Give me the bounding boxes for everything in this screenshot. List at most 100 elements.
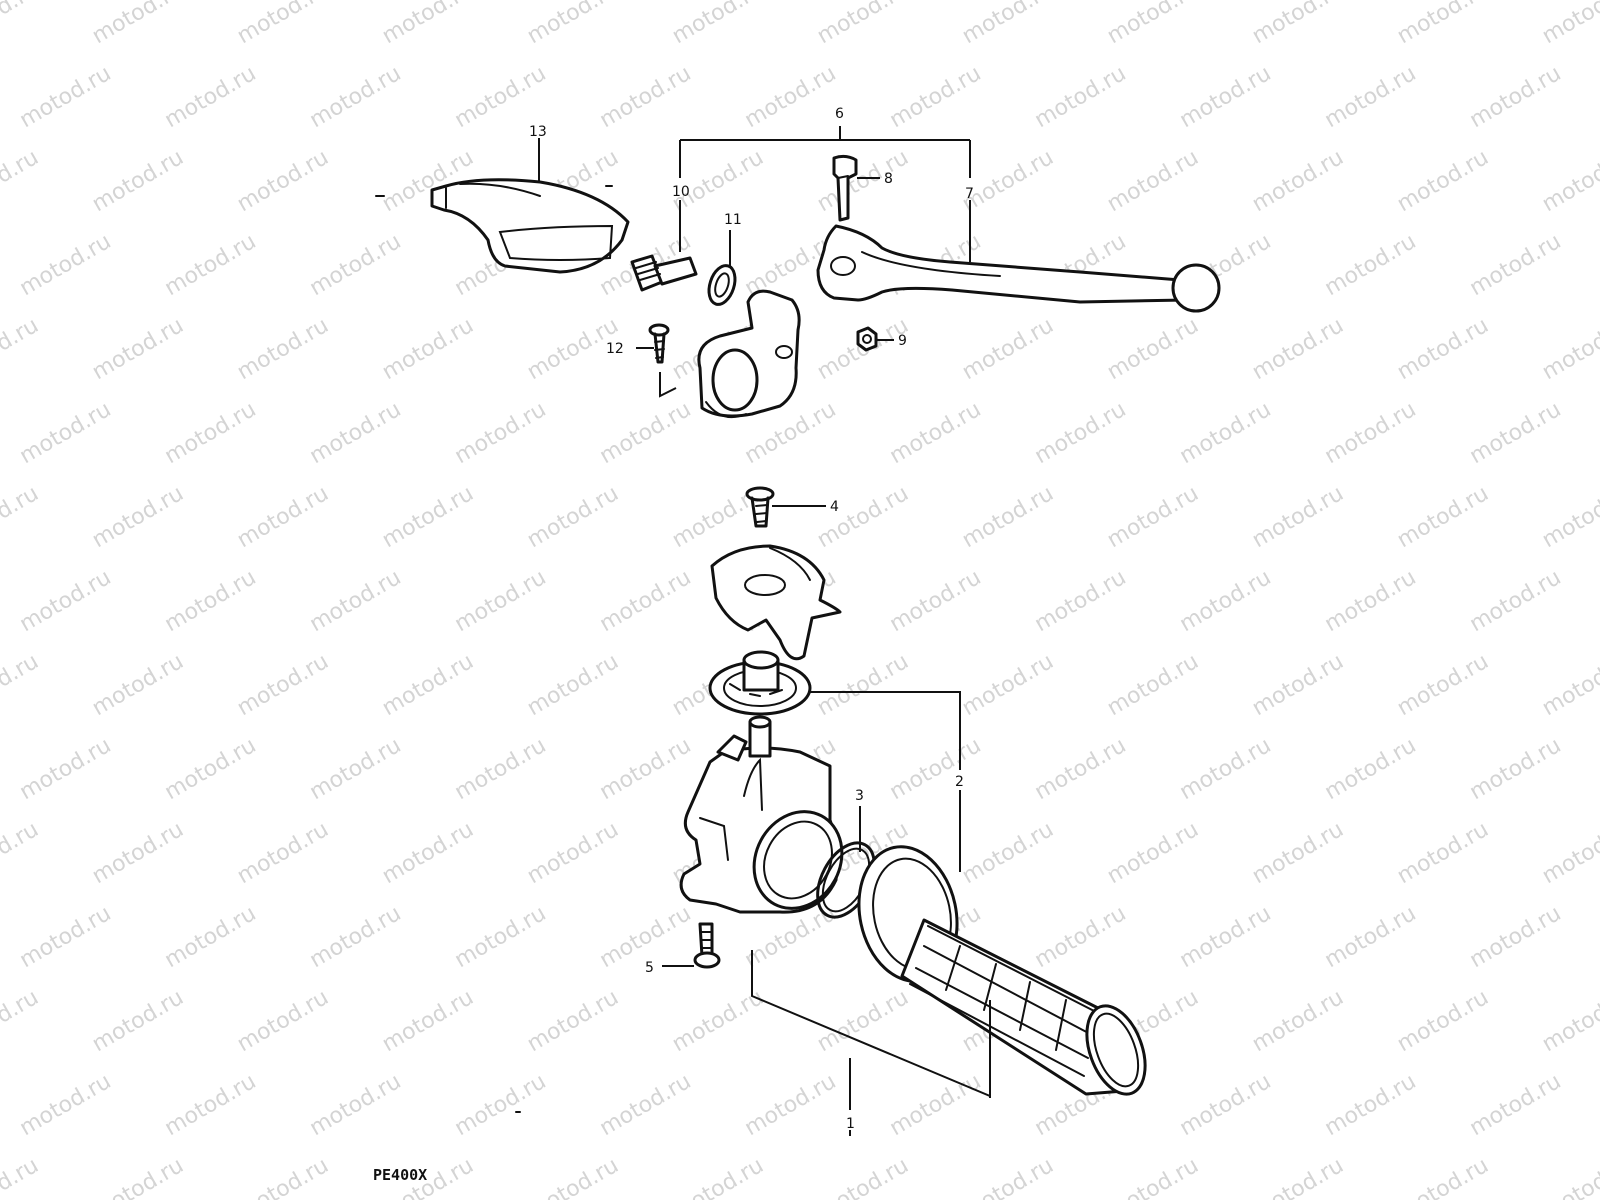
watermark-text: motod.ru	[88, 313, 188, 385]
watermark-text: motod.ru	[1321, 733, 1421, 805]
watermark-text: motod.ru	[233, 649, 333, 721]
watermark-text: motod.ru	[1103, 817, 1203, 889]
watermark-text: motod.ru	[813, 0, 913, 49]
watermark-text: motod.ru	[451, 733, 551, 805]
watermark-text: motod.ru	[16, 901, 116, 973]
throttle-housing	[679, 715, 844, 914]
watermark-text: motod.ru	[523, 1153, 623, 1200]
watermark-text: motod.ru	[0, 985, 43, 1057]
callout-1: 1	[846, 1116, 855, 1132]
callout-13: 13	[529, 124, 547, 140]
watermark-text: motod.ru	[1538, 145, 1600, 217]
watermark-text: motod.ru	[0, 649, 43, 721]
watermark-text: motod.ru	[0, 145, 43, 217]
watermark-text: motod.ru	[596, 733, 696, 805]
scan-marks	[375, 185, 613, 1113]
watermark-text: motod.ru	[958, 0, 1058, 49]
watermark-text: motod.ru	[1321, 565, 1421, 637]
watermark-text: motod.ru	[813, 145, 913, 217]
watermark-text: motod.ru	[1538, 313, 1600, 385]
watermark-text: motod.ru	[1103, 481, 1203, 553]
screw-12	[648, 323, 670, 364]
pivot-bolt-8	[832, 154, 858, 222]
watermark-text: motod.ru	[1466, 565, 1566, 637]
watermark-text: motod.ru	[886, 397, 986, 469]
watermark-text: motod.ru	[668, 1153, 768, 1200]
screw-4	[745, 486, 775, 528]
watermark-text: motod.ru	[958, 1153, 1058, 1200]
watermark-text: motod.ru	[378, 985, 478, 1057]
watermark-text: motod.ru	[88, 1153, 188, 1200]
watermark-text: motod.ru	[233, 145, 333, 217]
watermark-text: motod.ru	[668, 145, 768, 217]
callout-6: 6	[835, 106, 844, 122]
watermark-text: motod.ru	[161, 1069, 261, 1141]
watermark-text: motod.ru	[1176, 397, 1276, 469]
watermark-text: motod.ru	[0, 313, 43, 385]
watermark-text: motod.ru	[306, 61, 406, 133]
watermark-text: motod.ru	[161, 733, 261, 805]
watermark-text: motod.ru	[0, 1153, 43, 1200]
watermark-text: motod.ru	[1538, 1153, 1600, 1200]
lever-cover-13	[430, 178, 630, 274]
watermark-text: motod.ru	[1321, 61, 1421, 133]
watermark-text: motod.ru	[1248, 313, 1348, 385]
watermark-text: motod.ru	[0, 481, 43, 553]
callout-7: 7	[965, 186, 974, 202]
watermark-text: motod.ru	[958, 817, 1058, 889]
watermark-text: motod.ru	[88, 985, 188, 1057]
watermark-text: motod.ru	[88, 817, 188, 889]
watermark-text: motod.ru	[813, 649, 913, 721]
watermark-text: motod.ru	[161, 229, 261, 301]
callout-2: 2	[955, 774, 964, 790]
watermark-text: motod.ru	[1393, 1153, 1493, 1200]
watermark-text: motod.ru	[1248, 481, 1348, 553]
watermark-text: motod.ru	[958, 145, 1058, 217]
watermark-text: motod.ru	[1466, 397, 1566, 469]
watermark-text: motod.ru	[451, 61, 551, 133]
watermark-text: motod.ru	[1176, 565, 1276, 637]
watermark-text: motod.ru	[1393, 145, 1493, 217]
watermark-text: motod.ru	[1031, 565, 1131, 637]
watermark-text: motod.ru	[1321, 397, 1421, 469]
watermark-text: motod.ru	[1466, 733, 1566, 805]
watermark-text: motod.ru	[1103, 649, 1203, 721]
watermark-text: motod.ru	[886, 565, 986, 637]
watermark-text: motod.ru	[1321, 229, 1421, 301]
watermark-text: motod.ru	[0, 817, 43, 889]
watermark-text: motod.ru	[1103, 313, 1203, 385]
watermark-text: motod.ru	[596, 61, 696, 133]
watermark-text: motod.ru	[1248, 649, 1348, 721]
watermark-text: motod.ru	[1031, 733, 1131, 805]
watermark-text: motod.ru	[451, 565, 551, 637]
watermark-text: motod.ru	[88, 481, 188, 553]
watermark-text: motod.ru	[1321, 1069, 1421, 1141]
callout-5: 5	[645, 960, 654, 976]
watermark-text: motod.ru	[378, 313, 478, 385]
watermark-text: motod.ru	[596, 565, 696, 637]
throttle-grip	[857, 845, 1147, 1096]
watermark-text: motod.ru	[886, 1069, 986, 1141]
watermark-text: motod.ru	[306, 229, 406, 301]
watermark-text: motod.ru	[1031, 397, 1131, 469]
watermark-text: motod.ru	[1538, 0, 1600, 49]
watermark-text: motod.ru	[1176, 61, 1276, 133]
lever-bracket-6	[697, 289, 801, 418]
watermark-text: motod.ru	[233, 481, 333, 553]
watermark-text: motod.ru	[1103, 145, 1203, 217]
watermark-text: motod.ru	[306, 397, 406, 469]
watermark-text: motod.ru	[306, 901, 406, 973]
watermark-text: motod.ru	[1248, 145, 1348, 217]
watermark-text: motod.ru	[1248, 0, 1348, 49]
watermark-text: motod.ru	[451, 397, 551, 469]
watermark-text: motod.ru	[1393, 649, 1493, 721]
watermark-text: motod.ru	[1393, 313, 1493, 385]
watermark-text: motod.ru	[0, 0, 43, 49]
watermark-text: motod.ru	[958, 313, 1058, 385]
watermark-text: motod.ru	[1176, 1069, 1276, 1141]
watermark-text: motod.ru	[1466, 61, 1566, 133]
leader-lines	[538, 126, 991, 1136]
watermark-text: motod.ru	[1031, 901, 1131, 973]
watermark-text: motod.ru	[741, 61, 841, 133]
watermark-text: motod.ru	[1538, 481, 1600, 553]
